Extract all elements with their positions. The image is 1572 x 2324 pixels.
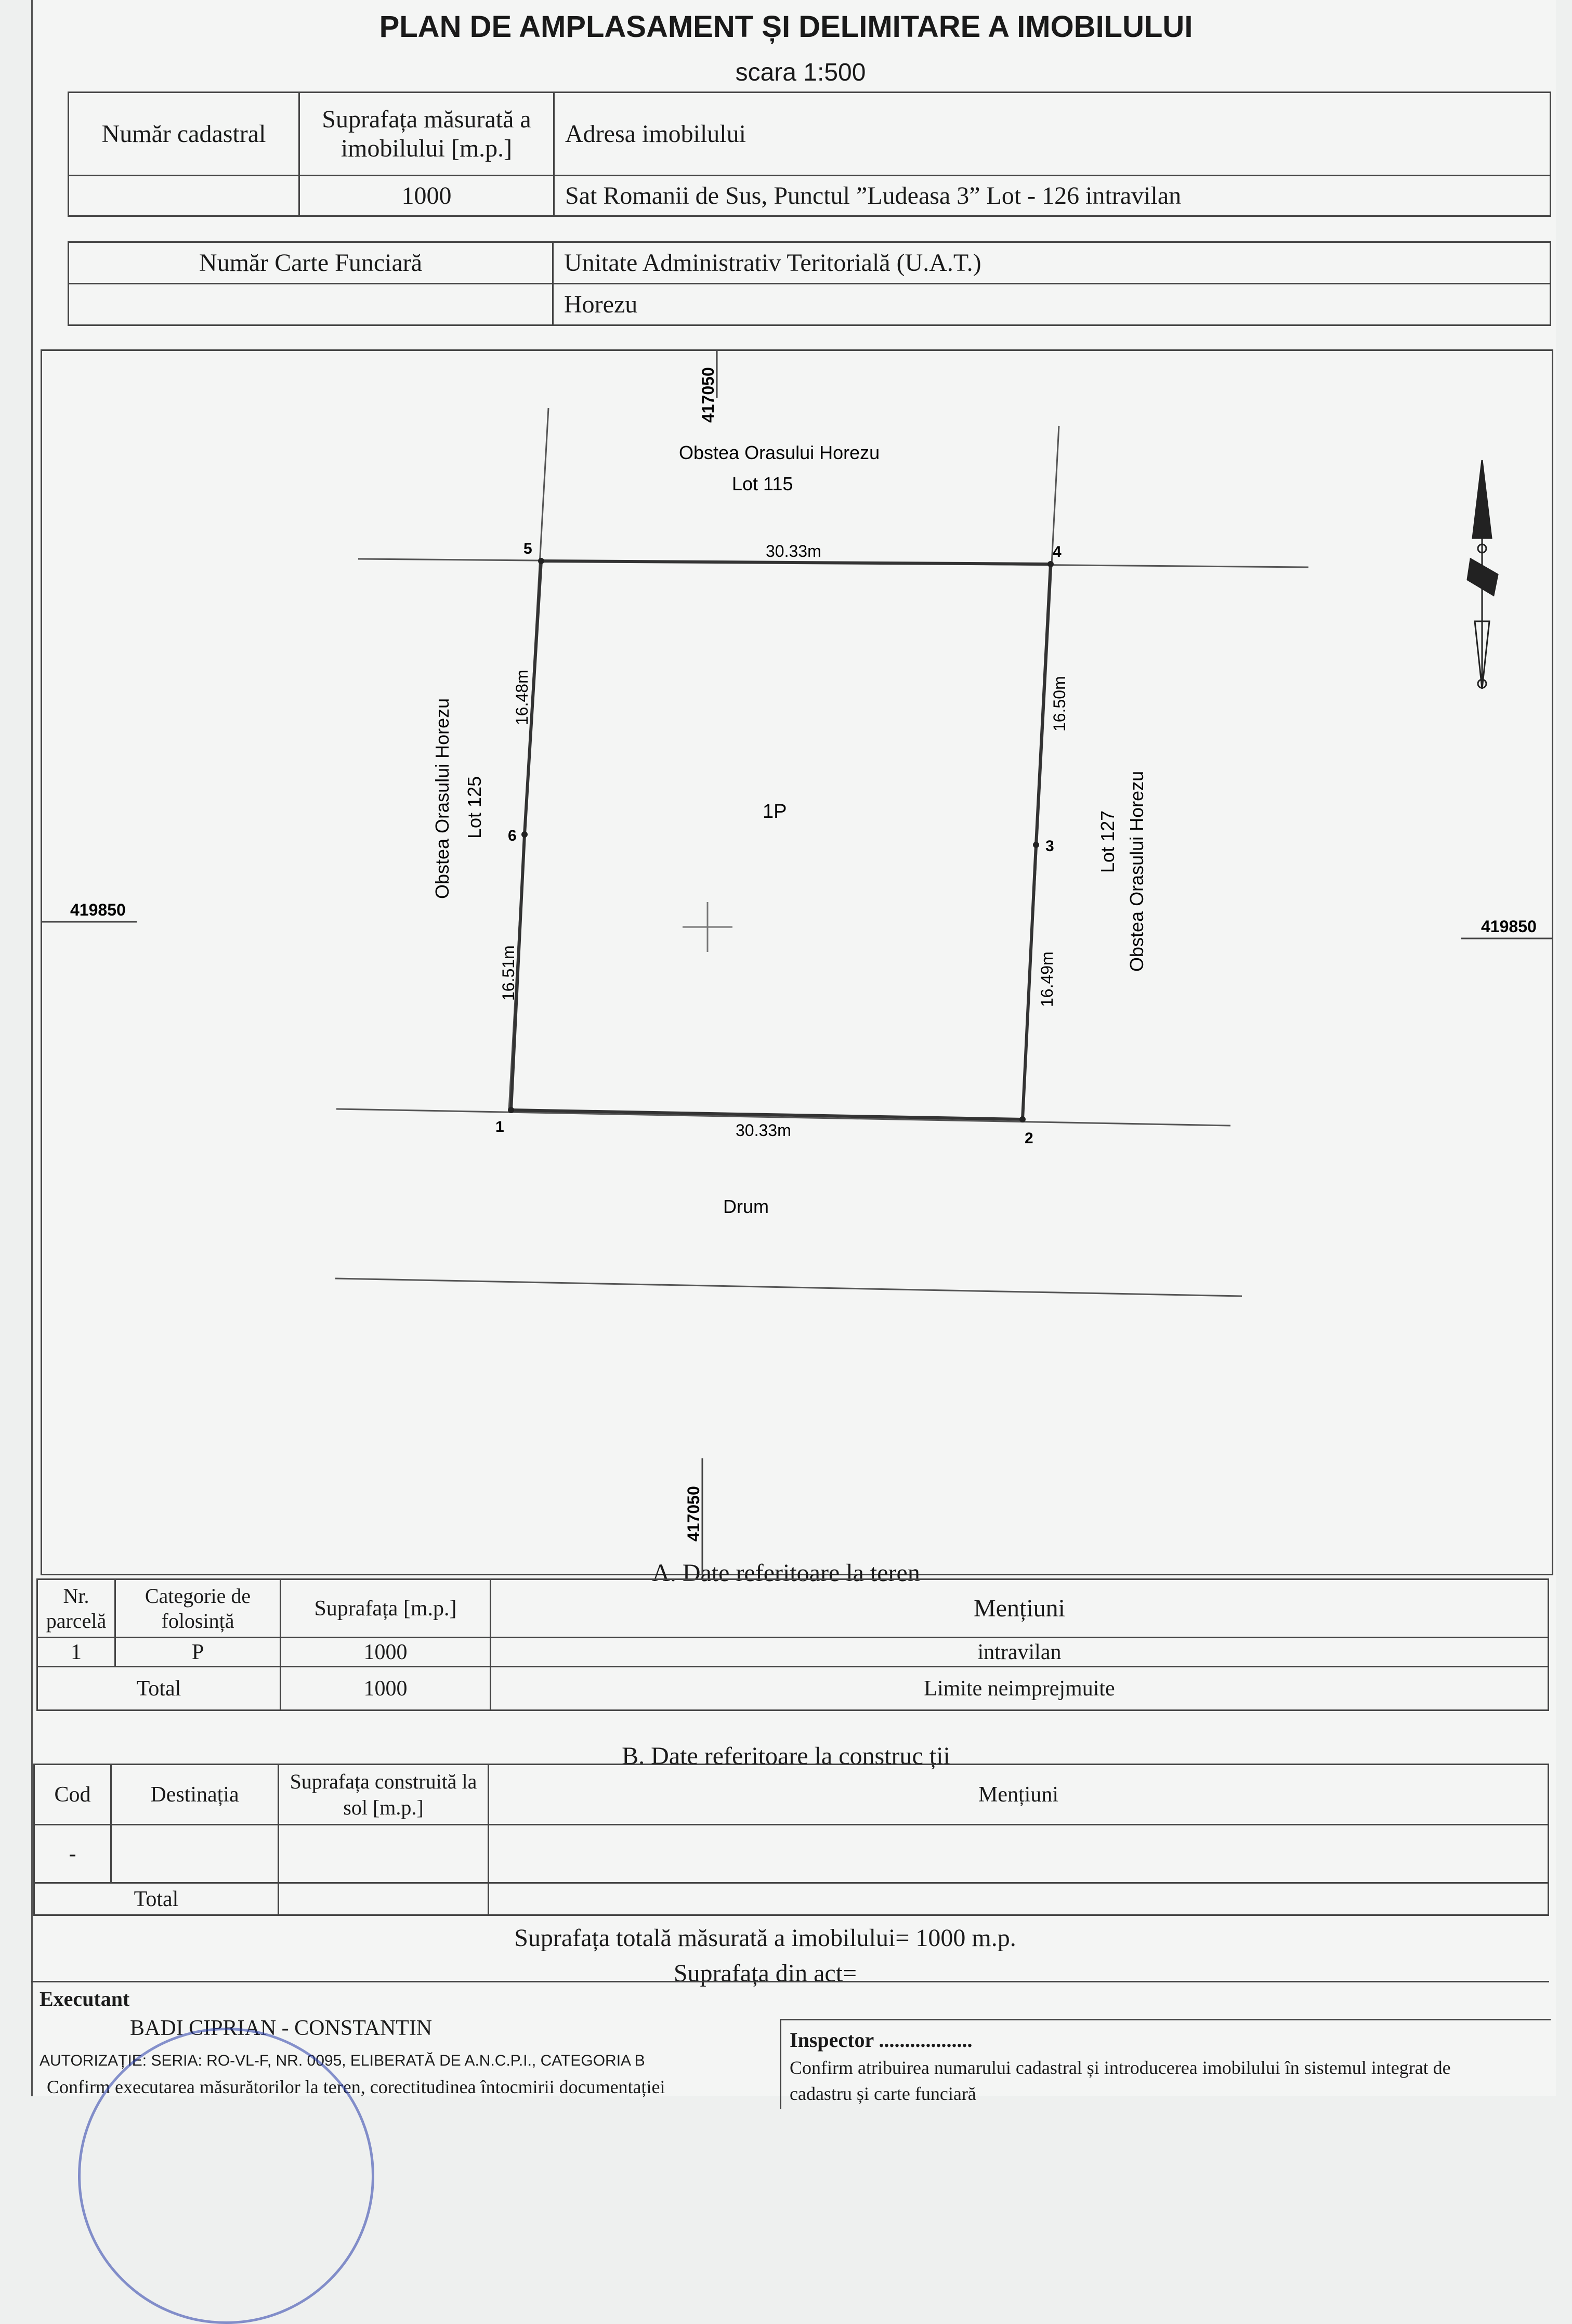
site-plan-drawing: 1 2 3 4 5 6 30.33m 30.33m 16.48m 16.51m … bbox=[42, 351, 1552, 1574]
point-2-marker bbox=[1019, 1116, 1026, 1122]
south-boundary-extension bbox=[336, 1108, 1231, 1127]
north-arrow-icon bbox=[1466, 460, 1499, 689]
point-1-marker bbox=[508, 1107, 514, 1113]
west-neighbor-label: Obstea Orasului Horezu bbox=[431, 698, 453, 899]
executant-label: Executant bbox=[40, 1987, 130, 2010]
dim-west-upper: 16.48m bbox=[513, 670, 531, 725]
point-1-label: 1 bbox=[495, 1118, 504, 1135]
west-lot-label: Lot 125 bbox=[464, 776, 485, 839]
inspector-label: Inspector .................. bbox=[790, 2028, 973, 2052]
header-built-area: Suprafața construită la sol [m.p.] bbox=[278, 1764, 489, 1825]
header-cadastral-number: Număr cadastral bbox=[68, 92, 300, 176]
point-6-label: 6 bbox=[508, 827, 517, 844]
header-construction-code: Cod bbox=[33, 1764, 112, 1825]
value-measured-area: 1000 bbox=[298, 175, 555, 217]
area-from-deed: Suprafața din act= bbox=[673, 1960, 857, 1987]
header-land-book-number: Număr Carte Funciară bbox=[68, 241, 554, 284]
land-row-number: 1 bbox=[36, 1637, 116, 1667]
land-row-area: 1000 bbox=[280, 1637, 491, 1667]
dim-west-lower: 16.51m bbox=[499, 945, 518, 1001]
property-info-table: Număr cadastral Suprafața măsurată a imo… bbox=[68, 92, 1551, 217]
north-lot-label: Lot 115 bbox=[732, 473, 793, 494]
parcel-label: 1P bbox=[763, 801, 787, 822]
header-land-notes: Mențiuni bbox=[490, 1578, 1549, 1638]
header-parcel-number: Nr. parcelă bbox=[36, 1578, 116, 1638]
inspector-confirmation: Confirm atribuirea numarului cadastral ș… bbox=[790, 2057, 1451, 2078]
executant-stamp bbox=[78, 2028, 374, 2324]
value-address: Sat Romanii de Sus, Punctul ”Ludeasa 3” … bbox=[553, 175, 1551, 217]
south-neighbor-label: Drum bbox=[723, 1196, 769, 1217]
land-registry-table: Număr Carte Funciară Unitate Administrat… bbox=[68, 241, 1551, 326]
header-administrative-unit: Unitate Administrativ Teritorială (U.A.T… bbox=[552, 241, 1551, 284]
land-total-area: 1000 bbox=[280, 1666, 491, 1711]
point-4-marker bbox=[1047, 561, 1054, 567]
land-row-category: P bbox=[114, 1637, 281, 1667]
east-lot-label: Lot 127 bbox=[1097, 811, 1118, 873]
land-total-notes: Limite neimprejmuite bbox=[490, 1666, 1549, 1711]
header-construction-notes: Mențiuni bbox=[488, 1764, 1549, 1825]
point-4-label: 4 bbox=[1053, 543, 1062, 560]
point-3-marker bbox=[1033, 842, 1039, 848]
construction-total-notes bbox=[488, 1882, 1549, 1916]
header-address: Adresa imobilului bbox=[553, 92, 1551, 176]
dim-north: 30.33m bbox=[766, 542, 821, 560]
east-neighbor-label: Obstea Orasului Horezu bbox=[1126, 771, 1147, 972]
coord-bottom-label: 417050 bbox=[684, 1486, 703, 1542]
coord-right-label: 419850 bbox=[1481, 917, 1537, 936]
inspector-confirmation-line2: cadastru și carte funciară bbox=[790, 2083, 976, 2104]
coord-left-label: 419850 bbox=[70, 900, 126, 919]
construction-row-area bbox=[278, 1824, 489, 1884]
dim-south: 30.33m bbox=[736, 1121, 791, 1140]
construction-row-notes bbox=[488, 1824, 1549, 1884]
value-administrative-unit: Horezu bbox=[552, 283, 1551, 326]
land-row-notes: intravilan bbox=[490, 1637, 1549, 1667]
header-use-category: Categorie de folosință bbox=[114, 1578, 281, 1638]
parcel-outline bbox=[509, 559, 1053, 1121]
dim-east-upper: 16.50m bbox=[1050, 676, 1069, 732]
road-line bbox=[335, 1277, 1242, 1297]
construction-total-area bbox=[278, 1882, 489, 1916]
north-neighbor-label: Obstea Orasului Horezu bbox=[679, 442, 880, 463]
construction-row-purpose bbox=[110, 1824, 279, 1884]
point-2-label: 2 bbox=[1025, 1130, 1033, 1147]
total-measured-area: Suprafața totală măsurată a imobilului= … bbox=[514, 1924, 1016, 1952]
header-measured-area: Suprafața măsurată a imobilului [m.p.] bbox=[298, 92, 555, 176]
land-data-table: Nr. parcelă Categorie de folosință Supra… bbox=[36, 1578, 1549, 1711]
scale-label: scara 1:500 bbox=[735, 59, 866, 86]
header-land-area: Suprafața [m.p.] bbox=[280, 1578, 491, 1638]
document-title: PLAN DE AMPLASAMENT ȘI DELIMITARE A IMOB… bbox=[379, 10, 1193, 44]
centroid-cross bbox=[683, 902, 732, 952]
dim-east-lower: 16.49m bbox=[1038, 951, 1056, 1007]
construction-data-table: Cod Destinația Suprafața construită la s… bbox=[33, 1764, 1549, 1916]
point-6-marker bbox=[521, 831, 528, 838]
point-3-label: 3 bbox=[1045, 838, 1054, 855]
construction-row-code: - bbox=[33, 1824, 112, 1884]
point-5-marker bbox=[538, 558, 544, 564]
point-5-label: 5 bbox=[523, 540, 532, 557]
coord-top-label: 417050 bbox=[699, 367, 717, 423]
header-construction-purpose: Destinația bbox=[110, 1764, 279, 1825]
inspector-block: Inspector .................. Confirm atr… bbox=[780, 2019, 1551, 2109]
value-land-book-number bbox=[68, 283, 554, 326]
value-cadastral-number bbox=[68, 175, 300, 217]
construction-total-label: Total bbox=[33, 1882, 279, 1916]
site-plan: 1 2 3 4 5 6 30.33m 30.33m 16.48m 16.51m … bbox=[41, 349, 1553, 1575]
land-total-label: Total bbox=[36, 1666, 281, 1711]
